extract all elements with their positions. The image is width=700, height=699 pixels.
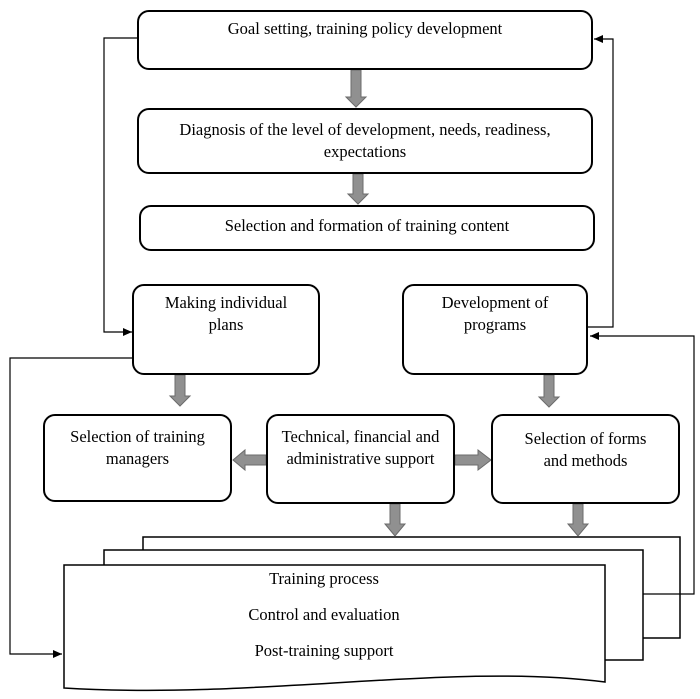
node-diagnosis: Diagnosis of the level of development, n… [137, 108, 593, 174]
block-arrow-goal-to-diagnosis [344, 69, 368, 108]
node-forms-methods: Selection of forms and methods [491, 414, 680, 504]
doc-line-training-process: Training process [269, 569, 379, 588]
node-development-programs: Development of programs [402, 284, 588, 375]
block-arrow-support-to-forms [454, 448, 492, 472]
block-arrow-support-to-document [383, 503, 407, 537]
node-support: Technical, financial and administrative … [266, 414, 455, 504]
line-plans-to-document [9, 357, 132, 658]
block-arrow-programs-to-forms [537, 374, 561, 408]
node-training-content: Selection and formation of training cont… [139, 205, 595, 251]
line-goal-to-plans [103, 37, 137, 336]
line-programs-to-goal [588, 35, 614, 328]
node-goal-setting: Goal setting, training policy developmen… [137, 10, 593, 70]
block-arrow-plans-to-managers [168, 374, 192, 407]
node-training-managers: Selection of training managers [43, 414, 232, 502]
block-arrow-forms-to-document [566, 503, 590, 537]
document-page-front [63, 564, 606, 692]
block-arrow-support-to-managers [232, 448, 267, 472]
line-document-to-programs [590, 332, 695, 595]
block-arrow-diagnosis-to-content [346, 173, 370, 205]
doc-line-post-training-support: Post-training support [254, 641, 394, 660]
node-individual-plans: Making individual plans [132, 284, 320, 375]
document-stack [63, 536, 681, 692]
doc-line-control-evaluation: Control and evaluation [248, 605, 400, 624]
